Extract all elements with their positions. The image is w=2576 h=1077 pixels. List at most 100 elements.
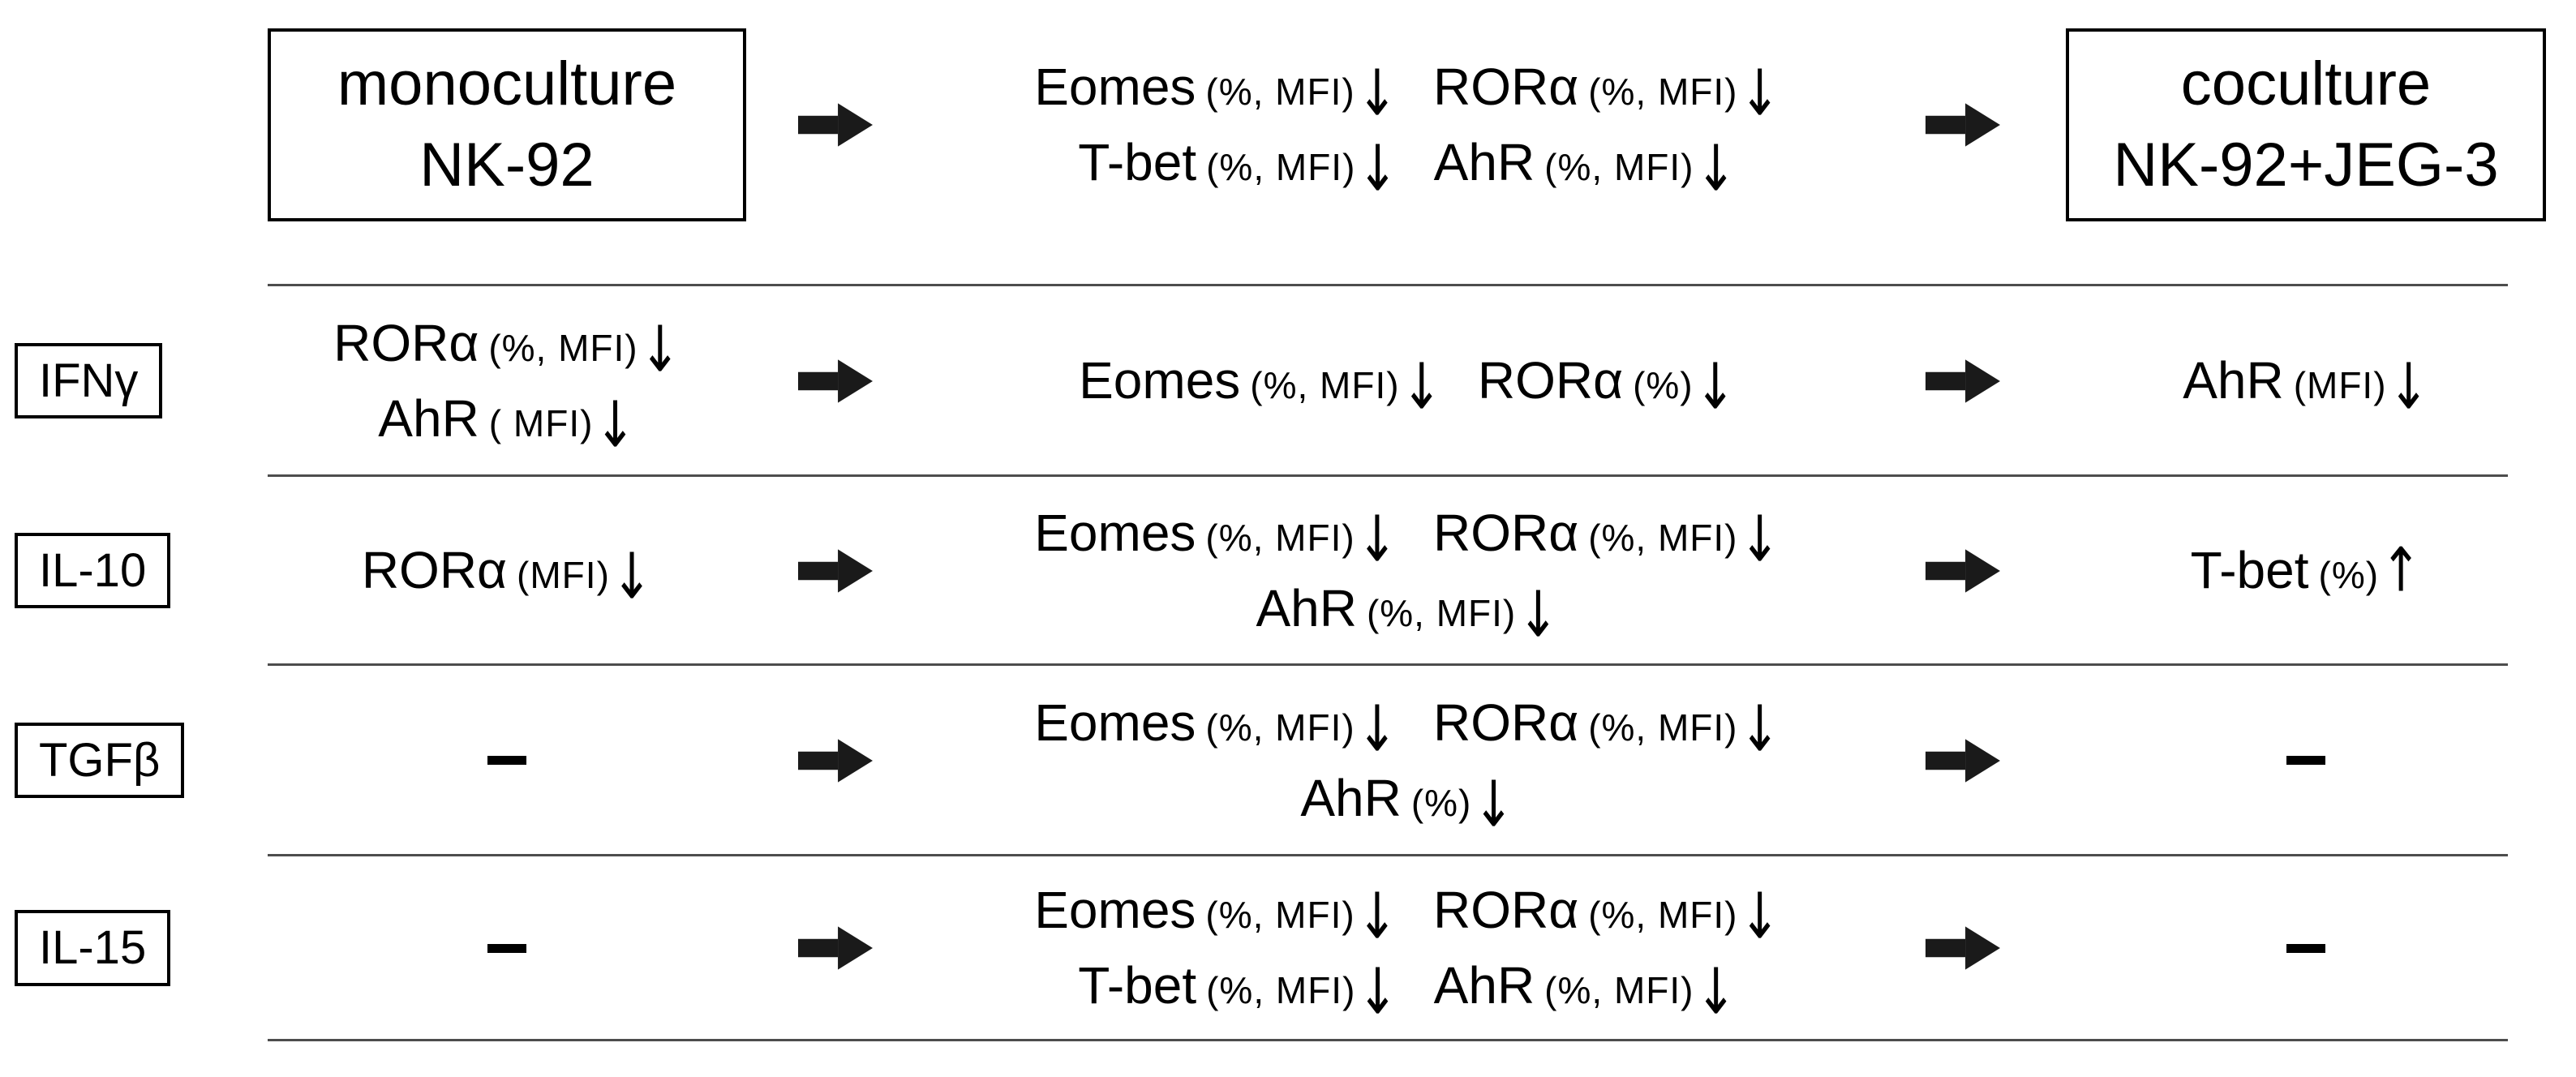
marker-name: T-bet [1078,956,1197,1015]
decrease-arrow-icon: ↓ [639,312,680,387]
cell-line: T-bet(%)↑ [2191,533,2422,608]
right-arrow-icon [798,358,873,403]
marker-readout: (%, MFI) [1250,364,1400,407]
tgfb-middle-cell: Eomes(%, MFI)↓RORα(%, MFI)↓AhR(%)↓ [925,665,1890,856]
row-separator [268,663,2508,666]
marker-readout: (%, MFI) [1205,516,1355,559]
no-change-dash [2286,943,2325,953]
marker-name: RORα [1477,351,1624,410]
marker-name: RORα [1432,881,1579,940]
decrease-arrow-icon: ↓ [1356,57,1397,131]
header-coculture-cell: coculture NK-92+JEG-3 [2036,0,2576,285]
marker-name: AhR [1433,133,1535,191]
tgfb-arrow-cell-1 [746,665,925,856]
marker-readout: (MFI) [2293,364,2387,407]
decrease-arrow-icon: ↓ [1357,955,1398,1029]
marker-readout: (%, MFI) [1588,894,1738,937]
tgfb-monoculture-cell [268,665,746,856]
cell-line: Eomes(%, MFI)↓RORα(%)↓ [1079,343,1736,424]
header-monoculture-cell: monoculture NK-92 [268,0,746,285]
coculture-box-line2: NK-92+JEG-3 [2113,131,2499,200]
decrease-arrow-icon: ↓ [1739,57,1780,131]
tgfb-coculture-cell [2036,665,2576,856]
cell-line: T-bet(%, MFI)↓AhR(%, MFI)↓ [1078,125,1737,206]
decrease-arrow-icon: ↓ [1356,692,1397,766]
marker-readout: (%, MFI) [1588,706,1738,749]
decrease-arrow-icon: ↓ [1739,880,1780,955]
il10-arrow-cell-2 [1890,476,2036,665]
decrease-arrow-icon: ↓ [1356,502,1397,577]
marker-name: RORα [333,313,479,372]
decrease-arrow-icon: ↓ [1357,131,1398,206]
right-arrow-icon [1926,926,2000,970]
cell-line: T-bet(%, MFI)↓AhR(%, MFI)↓ [1078,948,1737,1029]
cell-line: AhR(%, MFI)↓ [1256,571,1558,651]
no-change-dash [2286,756,2325,766]
decrease-arrow-icon: ↓ [2388,350,2429,424]
marker-readout: (%) [1633,364,1694,407]
il10-monoculture-cell: RORα(MFI)↓ [268,476,746,665]
ifng-middle-cell: Eomes(%, MFI)↓RORα(%)↓ [925,285,1890,476]
marker-name: AhR [1433,956,1535,1015]
marker-name: AhR [378,388,479,448]
coculture-box-line1: coculture [2180,49,2432,118]
right-arrow-icon [798,103,873,147]
row-label-il15: IL-15 [15,910,171,986]
ifng-coculture-cell: AhR(MFI)↓ [2036,285,2576,476]
marker-readout: (%, MFI) [1588,71,1738,114]
right-arrow-icon [798,548,873,593]
header-arrow-cell-1 [746,0,925,285]
tgfb-arrow-cell-2 [1890,665,2036,856]
marker-name: Eomes [1079,351,1241,410]
cell-line [487,751,526,770]
marker-readout: (%, MFI) [1588,516,1738,559]
decrease-arrow-icon: ↓ [1695,131,1737,206]
decrease-arrow-icon: ↓ [595,388,636,462]
decrease-arrow-icon: ↓ [611,539,653,614]
marker-readout: (%, MFI) [1544,146,1694,188]
decrease-arrow-icon: ↓ [1401,350,1442,424]
increase-arrow-icon: ↑ [2381,534,2422,607]
il10-coculture-cell: T-bet(%)↑ [2036,476,2576,665]
marker-name: AhR [1256,578,1357,637]
cell-line: Eomes(%, MFI)↓RORα(%, MFI)↓ [1034,496,1780,577]
right-arrow-icon [1926,358,2000,403]
decrease-arrow-icon: ↓ [1518,577,1559,652]
il15-monoculture-cell [268,856,746,1041]
row-label-cell-ifng: IFNγ [0,285,268,476]
marker-name: RORα [1432,503,1579,562]
ifng-arrow-cell-2 [1890,285,2036,476]
cell-line: Eomes(%, MFI)↓RORα(%, MFI)↓ [1034,873,1780,954]
row-label-il10: IL-10 [15,532,171,609]
no-change-dash [487,756,526,766]
ifng-arrow-cell-1 [746,285,925,476]
marker-readout: (%, MFI) [1544,969,1694,1011]
row-separator [268,854,2508,856]
header-middle-cell: Eomes(%, MFI)↓RORα(%, MFI)↓T-bet(%, MFI)… [925,0,1890,285]
right-arrow-icon [798,926,873,970]
il15-coculture-cell [2036,856,2576,1041]
marker-readout: (%, MFI) [1205,894,1355,937]
header-empty-cell [0,0,268,285]
row-separator [268,1039,2508,1041]
decrease-arrow-icon: ↓ [1739,502,1780,577]
il10-arrow-cell-1 [746,476,925,665]
marker-readout: (%, MFI) [1206,969,1356,1011]
coculture-box: coculture NK-92+JEG-3 [2066,28,2546,221]
marker-readout: (%) [1410,781,1472,824]
marker-name: Eomes [1034,693,1196,752]
right-arrow-icon [798,738,873,783]
marker-name: Eomes [1034,58,1196,117]
marker-name: Eomes [1034,881,1196,940]
marker-name: T-bet [2190,541,2309,600]
cell-line: Eomes(%, MFI)↓RORα(%, MFI)↓ [1034,685,1780,766]
monoculture-box-line1: monoculture [337,49,677,118]
cell-line [2286,751,2325,770]
right-arrow-icon [1926,548,2000,593]
right-arrow-icon [1926,738,2000,783]
marker-readout: (%) [2318,554,2380,597]
marker-name: AhR [1300,768,1402,827]
row-label-ifng: IFNγ [15,342,163,419]
row-label-cell-il15: IL-15 [0,856,268,1041]
